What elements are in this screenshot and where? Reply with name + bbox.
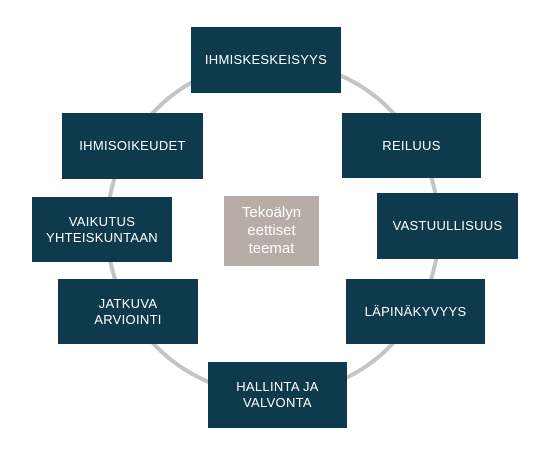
node-jatkuva-arviointi: JATKUVA ARVIOINTI (58, 279, 198, 344)
node-vaikutus-yhteiskuntaan: VAIKUTUS YHTEISKUNTAAN (32, 197, 172, 262)
node-ihmisoikeudet: IHMISOIKEUDET (62, 113, 203, 179)
node-reiluus: REILUUS (342, 113, 481, 178)
node-hallinta-ja-valvonta: HALLINTA JA VALVONTA (208, 362, 347, 428)
node-lapinakyvyys: LÄPINÄKYVYYS (346, 279, 485, 344)
node-ihmiskeskeisyys: IHMISKESKEISYYS (191, 27, 341, 93)
center-topic-box: Tekoälyn eettiset teemat (224, 196, 319, 266)
node-vastuullisuus: VASTUULLISUUS (377, 193, 518, 259)
